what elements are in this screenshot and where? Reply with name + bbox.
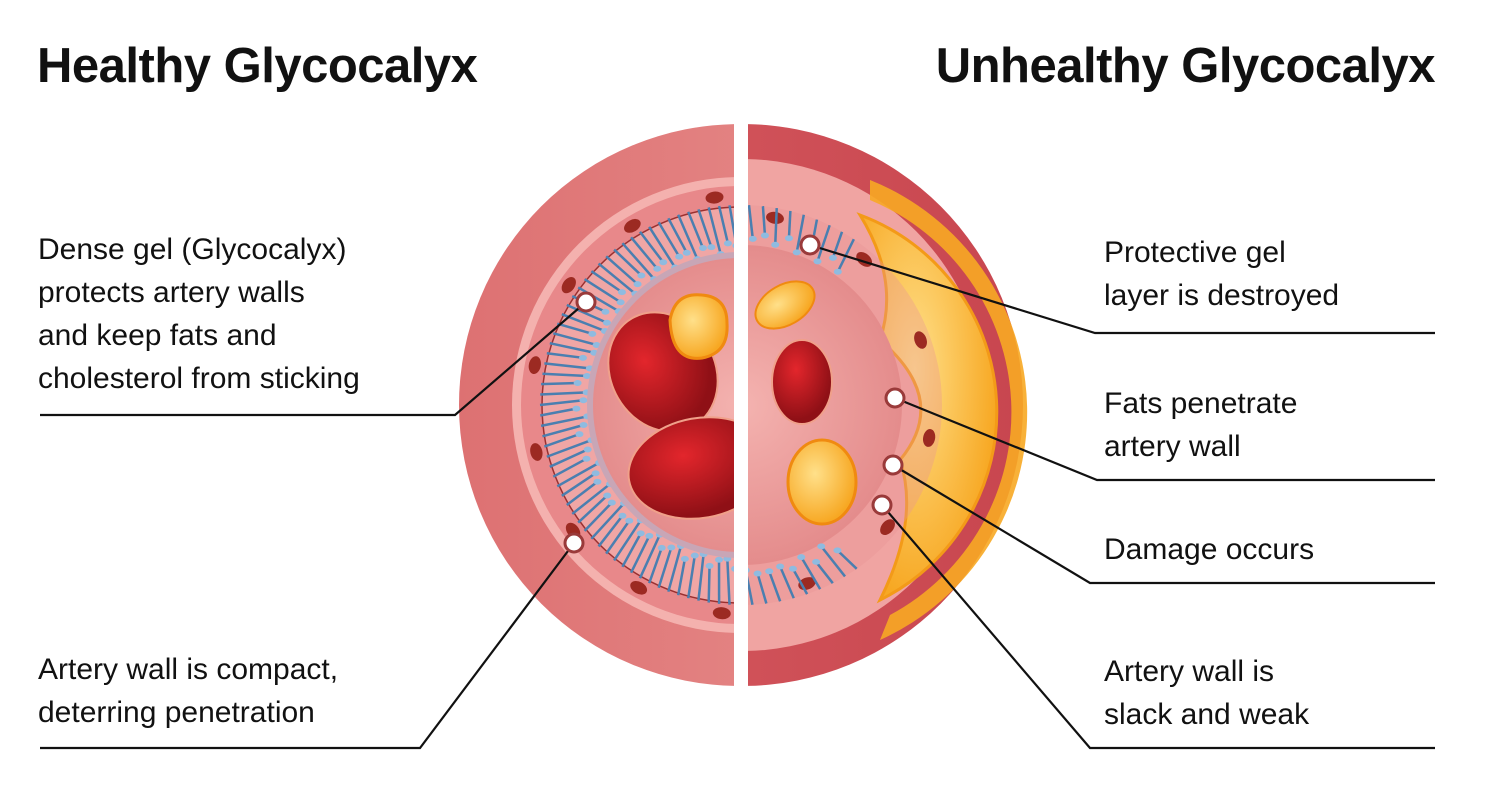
callout-marker — [882, 454, 904, 476]
callout-marker — [799, 234, 821, 256]
cell-nuclei — [766, 211, 936, 590]
fat-particle — [754, 280, 816, 330]
label-line: and keep fats and — [38, 319, 277, 352]
label-dense-gel: Dense gel (Glycocalyx) protects artery w… — [38, 228, 360, 400]
label-line: Artery wall is — [1104, 655, 1275, 688]
label-line: cholesterol from sticking — [38, 362, 360, 395]
unhealthy-title: Unhealthy Glycocalyx — [935, 39, 1436, 93]
label-line: layer is destroyed — [1104, 279, 1340, 312]
callout-marker — [563, 532, 585, 554]
label-gel-destroyed: Protective gel layer is destroyed — [1104, 231, 1339, 317]
callout-marker — [871, 494, 893, 516]
label-line: protects artery walls — [38, 276, 305, 309]
red-blood-cell — [771, 339, 833, 425]
label-wall-compact: Artery wall is compact, deterring penetr… — [38, 648, 338, 734]
fat-particle — [668, 293, 729, 360]
cell-nuclei — [528, 191, 731, 620]
red-blood-cell — [627, 416, 734, 520]
label-line: Protective gel — [1104, 236, 1286, 269]
label-line: deterring penetration — [38, 696, 315, 729]
leader-lines — [40, 243, 1435, 750]
label-line: Damage occurs — [1104, 533, 1315, 566]
glycocalyx-strands — [748, 204, 858, 605]
callout-markers — [563, 234, 906, 554]
label-line: slack and weak — [1104, 698, 1310, 731]
label-fats-penetrate: Fats penetrate artery wall — [1104, 382, 1297, 468]
callout-marker — [575, 291, 597, 313]
healthy-half — [459, 124, 734, 686]
label-line: Fats penetrate — [1104, 387, 1298, 420]
fat-particle — [786, 438, 858, 526]
callout-marker — [884, 387, 906, 409]
unhealthy-half — [748, 124, 1028, 686]
label-wall-slack: Artery wall is slack and weak — [1104, 650, 1309, 736]
label-line: Artery wall is compact, — [38, 653, 339, 686]
label-damage: Damage occurs — [1104, 528, 1314, 571]
label-line: artery wall — [1104, 430, 1241, 463]
label-line: Dense gel (Glycocalyx) — [38, 233, 347, 266]
healthy-title: Healthy Glycocalyx — [37, 39, 478, 93]
